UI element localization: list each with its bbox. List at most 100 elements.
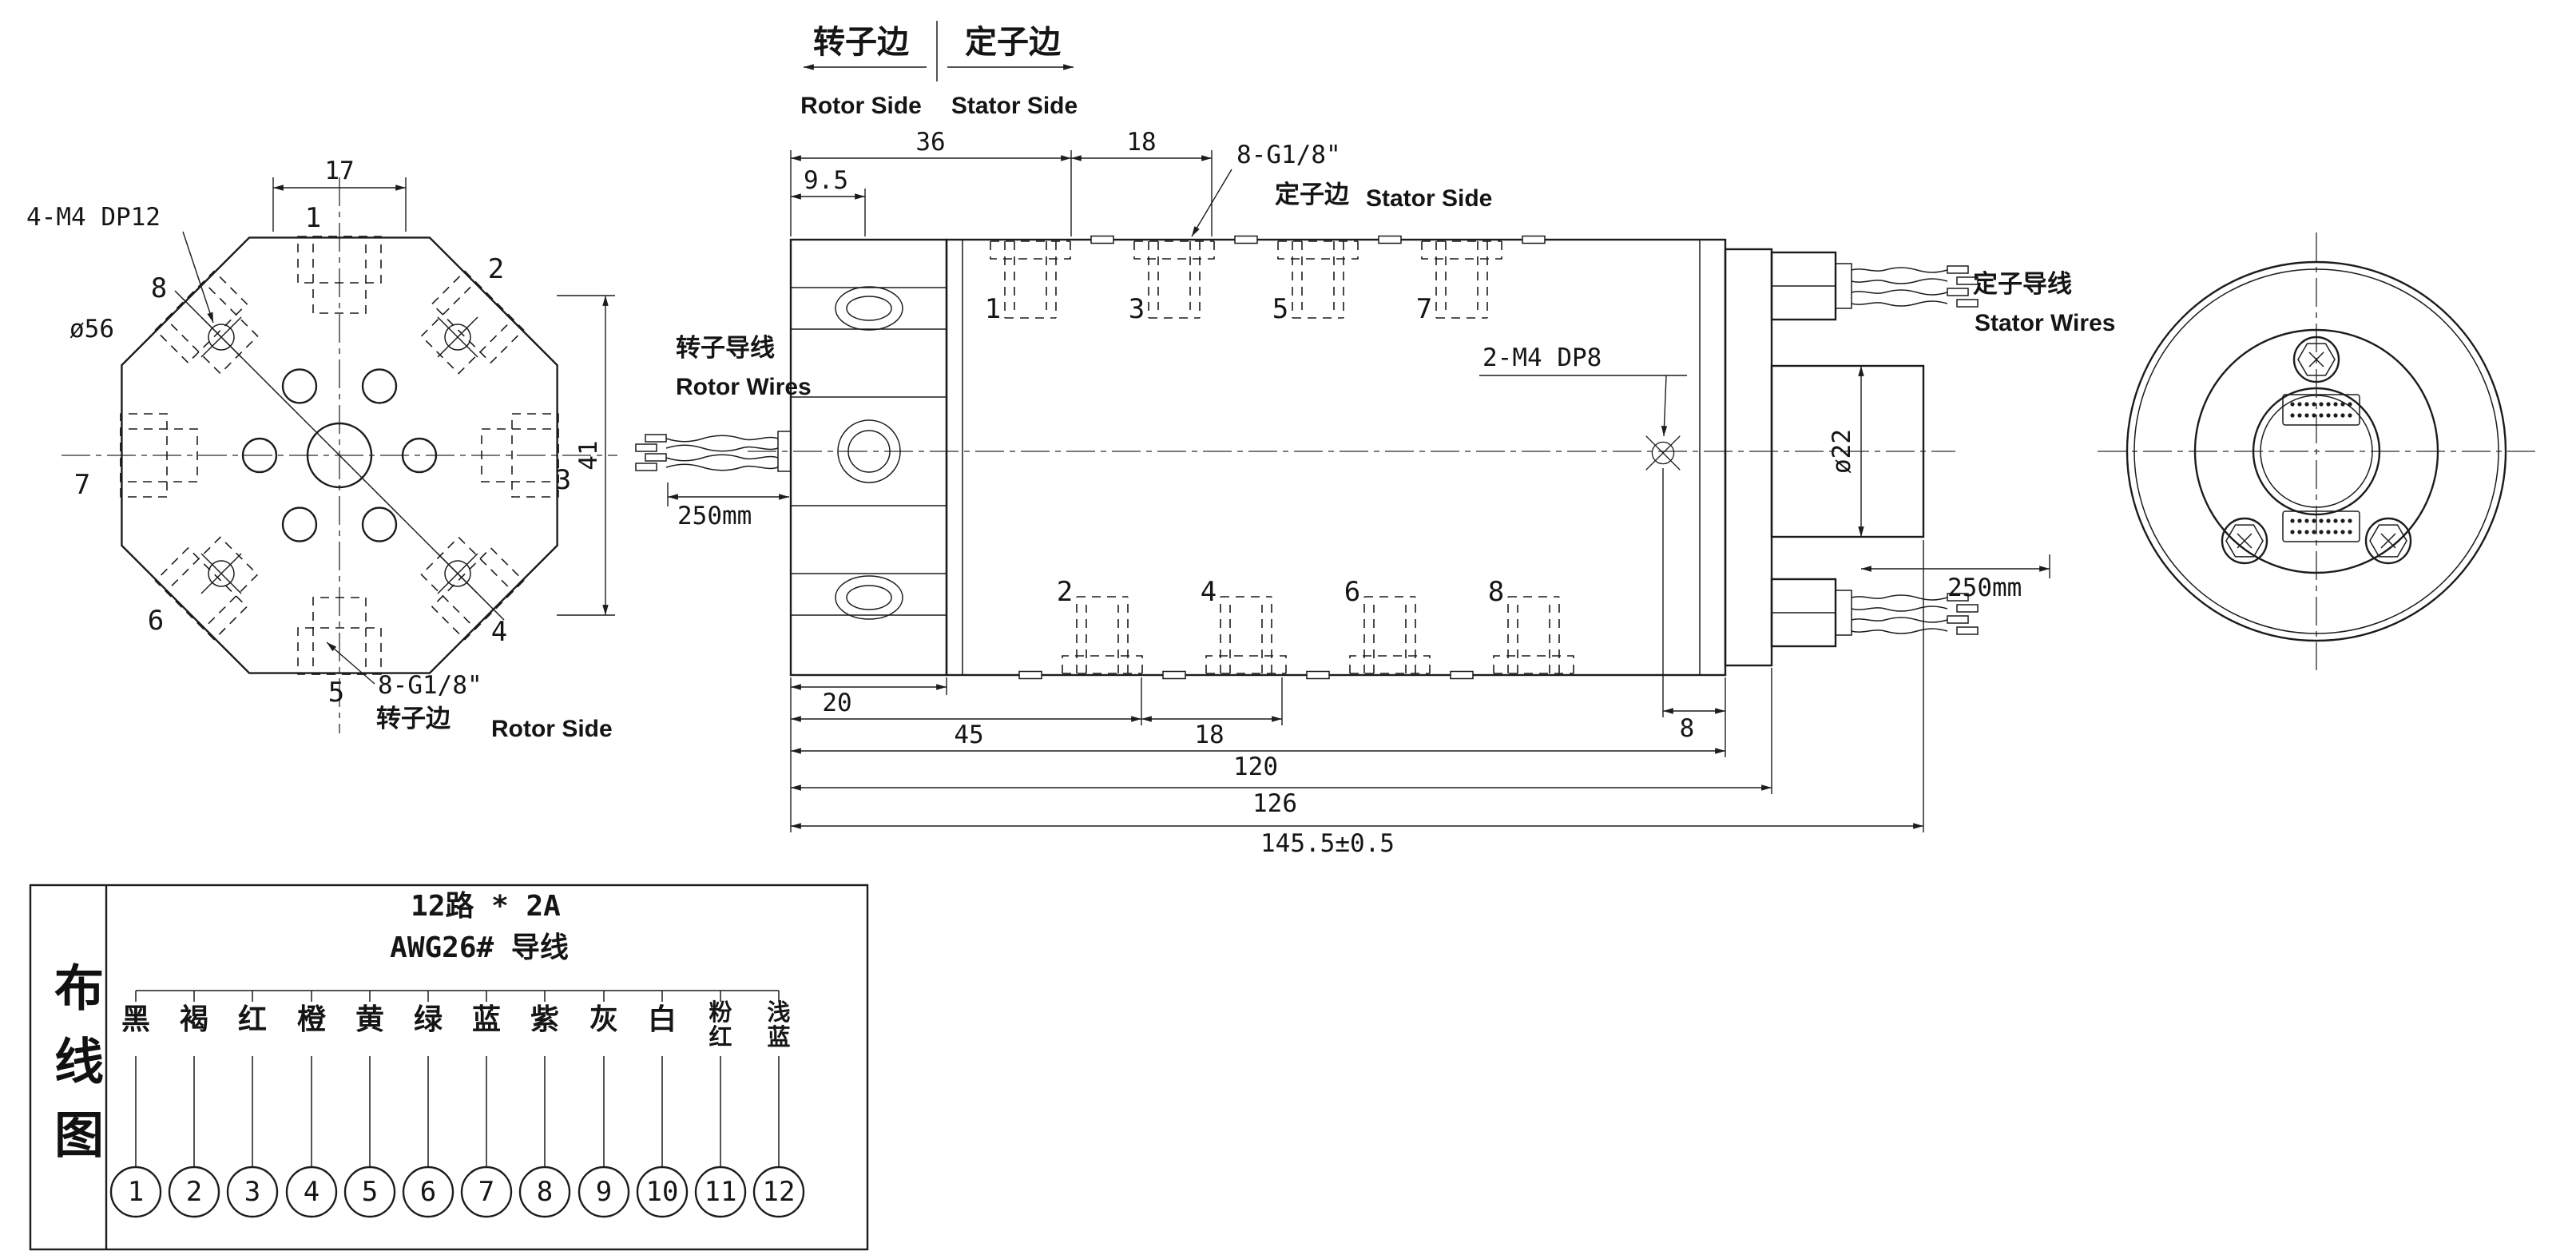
dim-overall: 145.5±0.5 <box>791 540 1924 858</box>
st ator-port <box>1421 240 1502 319</box>
stator-port <box>1062 596 1143 674</box>
stator-side-en-text: Stator Side <box>1366 185 1492 212</box>
wire-column-10: 10 <box>636 991 689 1218</box>
wire-terminal <box>1947 615 1969 624</box>
wire-number: 5 <box>362 1176 378 1208</box>
wire-color-label: 绿 <box>413 1003 443 1036</box>
rotor-flange <box>777 238 948 677</box>
wire-column-2: 2 <box>168 991 220 1218</box>
dim-120-text: 120 <box>1233 753 1278 781</box>
wire-column-5: 5 <box>343 991 396 1218</box>
wire-color-label: 褐 <box>179 1003 208 1036</box>
port-number-5: 5 <box>1272 293 1288 325</box>
m4-screw <box>437 553 478 594</box>
hex-screw <box>2364 517 2412 565</box>
m4-screw <box>200 553 242 594</box>
port-number-1: 1 <box>985 293 1001 325</box>
rotor-wires-cn-text: 转子导线 <box>676 334 775 363</box>
wire-color-label: 黑 <box>121 1003 150 1036</box>
dim-126-text: 126 <box>1252 789 1297 818</box>
stator-port-callout: 8-G1/8" 定子边 Stator Side <box>1191 141 1492 237</box>
wire-exit-boss <box>777 431 792 472</box>
ring-number-2: 2 <box>488 253 504 285</box>
wire-number: 10 <box>646 1176 679 1208</box>
wire-terminal <box>1947 288 1969 296</box>
side-view: 1 3 5 7 2 4 6 8 2-M4 DP8 <box>635 128 2115 858</box>
stator-wires <box>1851 265 1979 635</box>
dim-36: 36 <box>790 128 1072 236</box>
wire-column-4: 4 <box>285 991 338 1218</box>
hex-screw <box>2221 517 2268 565</box>
m4-screw <box>200 316 242 358</box>
wire-column-12: 12 <box>752 991 805 1218</box>
screw-note-text: 2-M4 DP8 <box>1482 344 1602 372</box>
wire-column-6: 6 <box>402 991 454 1218</box>
bolt-hole <box>241 437 278 474</box>
ring-number-4: 4 <box>491 616 507 648</box>
pin-connector <box>2282 510 2360 542</box>
screw-callout: 2-M4 DP8 <box>1479 344 1687 437</box>
wire-color-label: 橙 <box>296 1003 326 1036</box>
stator-wires-cn-text: 定子导线 <box>1973 270 2072 299</box>
ring-number-7: 7 <box>74 469 90 501</box>
dim-36-text: 36 <box>915 128 945 157</box>
dim-45: 45 <box>791 677 1142 749</box>
rotor-side-en-text: Rotor Side <box>491 716 613 742</box>
dim-18-bottom-text: 18 <box>1194 721 1224 749</box>
rotor-wires <box>635 434 779 471</box>
ring-number-3: 3 <box>555 464 571 496</box>
wire-column-8: 8 <box>518 991 571 1218</box>
shaft-diameter-dim: ø22 <box>1828 366 1864 537</box>
wire-number: 8 <box>537 1176 553 1208</box>
wiring-title: 布线图 <box>46 962 104 1182</box>
center-bore <box>306 422 373 489</box>
wire-terminal <box>645 453 667 462</box>
stator-port <box>1349 596 1431 674</box>
stator-end <box>1724 248 1925 667</box>
rotor-wire-length-dim: 250mm <box>667 483 789 530</box>
wire-terminal <box>1956 604 1979 613</box>
ring-number-1: 1 <box>305 202 321 234</box>
wire-color-label: 白 <box>647 1003 677 1036</box>
wiring-diagram: 12路 * 2A AWG26# 导线 1 2 3 4 <box>29 884 869 1251</box>
thread-note-text: 4-M4 DP12 <box>26 203 161 232</box>
wiring-box-border <box>29 884 869 1251</box>
wire-column-3: 3 <box>226 991 279 1218</box>
bolt-hole <box>361 368 398 404</box>
outer-diameter-text: ø56 <box>69 315 114 344</box>
wire-terminal <box>635 443 657 452</box>
dim-8-text: 8 <box>1680 714 1695 743</box>
wire-color-label: 蓝 <box>471 1003 501 1036</box>
ring-number-5: 5 <box>328 677 344 709</box>
dim-18-bottom: 18 <box>1141 677 1283 749</box>
end-flange <box>1724 248 1773 667</box>
dim-17: 17 <box>272 157 407 232</box>
wire-terminal <box>1947 265 1969 274</box>
dim-9-5-text: 9.5 <box>804 166 848 195</box>
wire-number: 6 <box>420 1176 436 1208</box>
wire-number: 2 <box>186 1176 202 1208</box>
dim-41-text: 41 <box>574 440 603 470</box>
stator-port <box>1133 240 1215 319</box>
wire-color-label: 浅蓝 <box>767 999 791 1050</box>
header-rotor-en: Rotor Side <box>800 93 922 119</box>
front-view: 17 41 4-M4 DP12 ø56 1 2 3 4 5 6 7 8 8-G1… <box>26 157 617 742</box>
dim-overall-text: 145.5±0.5 <box>1260 829 1395 858</box>
m4-screw <box>437 316 478 358</box>
stator-port <box>990 240 1071 319</box>
bolt-hole <box>281 368 318 404</box>
dim-18-top-text: 18 <box>1126 128 1156 157</box>
wire-number: 4 <box>304 1176 320 1208</box>
wire-color-label: 粉红 <box>708 999 732 1050</box>
header-labels: 转子边 定子边 Rotor Side Stator Side <box>800 21 1078 119</box>
rotor-side-cn-text: 转子边 <box>376 705 451 733</box>
dim-18-top: 18 <box>1071 128 1213 236</box>
thread-callout: 4-M4 DP12 <box>26 203 214 324</box>
m4-set-screw <box>1645 435 1681 471</box>
port-number-4: 4 <box>1201 576 1217 608</box>
stator-wire-length-text: 250mm <box>1947 574 2022 602</box>
dim-20-text: 20 <box>822 689 851 717</box>
wire-terminal <box>1956 276 1979 285</box>
housing-octagon-outline <box>121 236 558 674</box>
